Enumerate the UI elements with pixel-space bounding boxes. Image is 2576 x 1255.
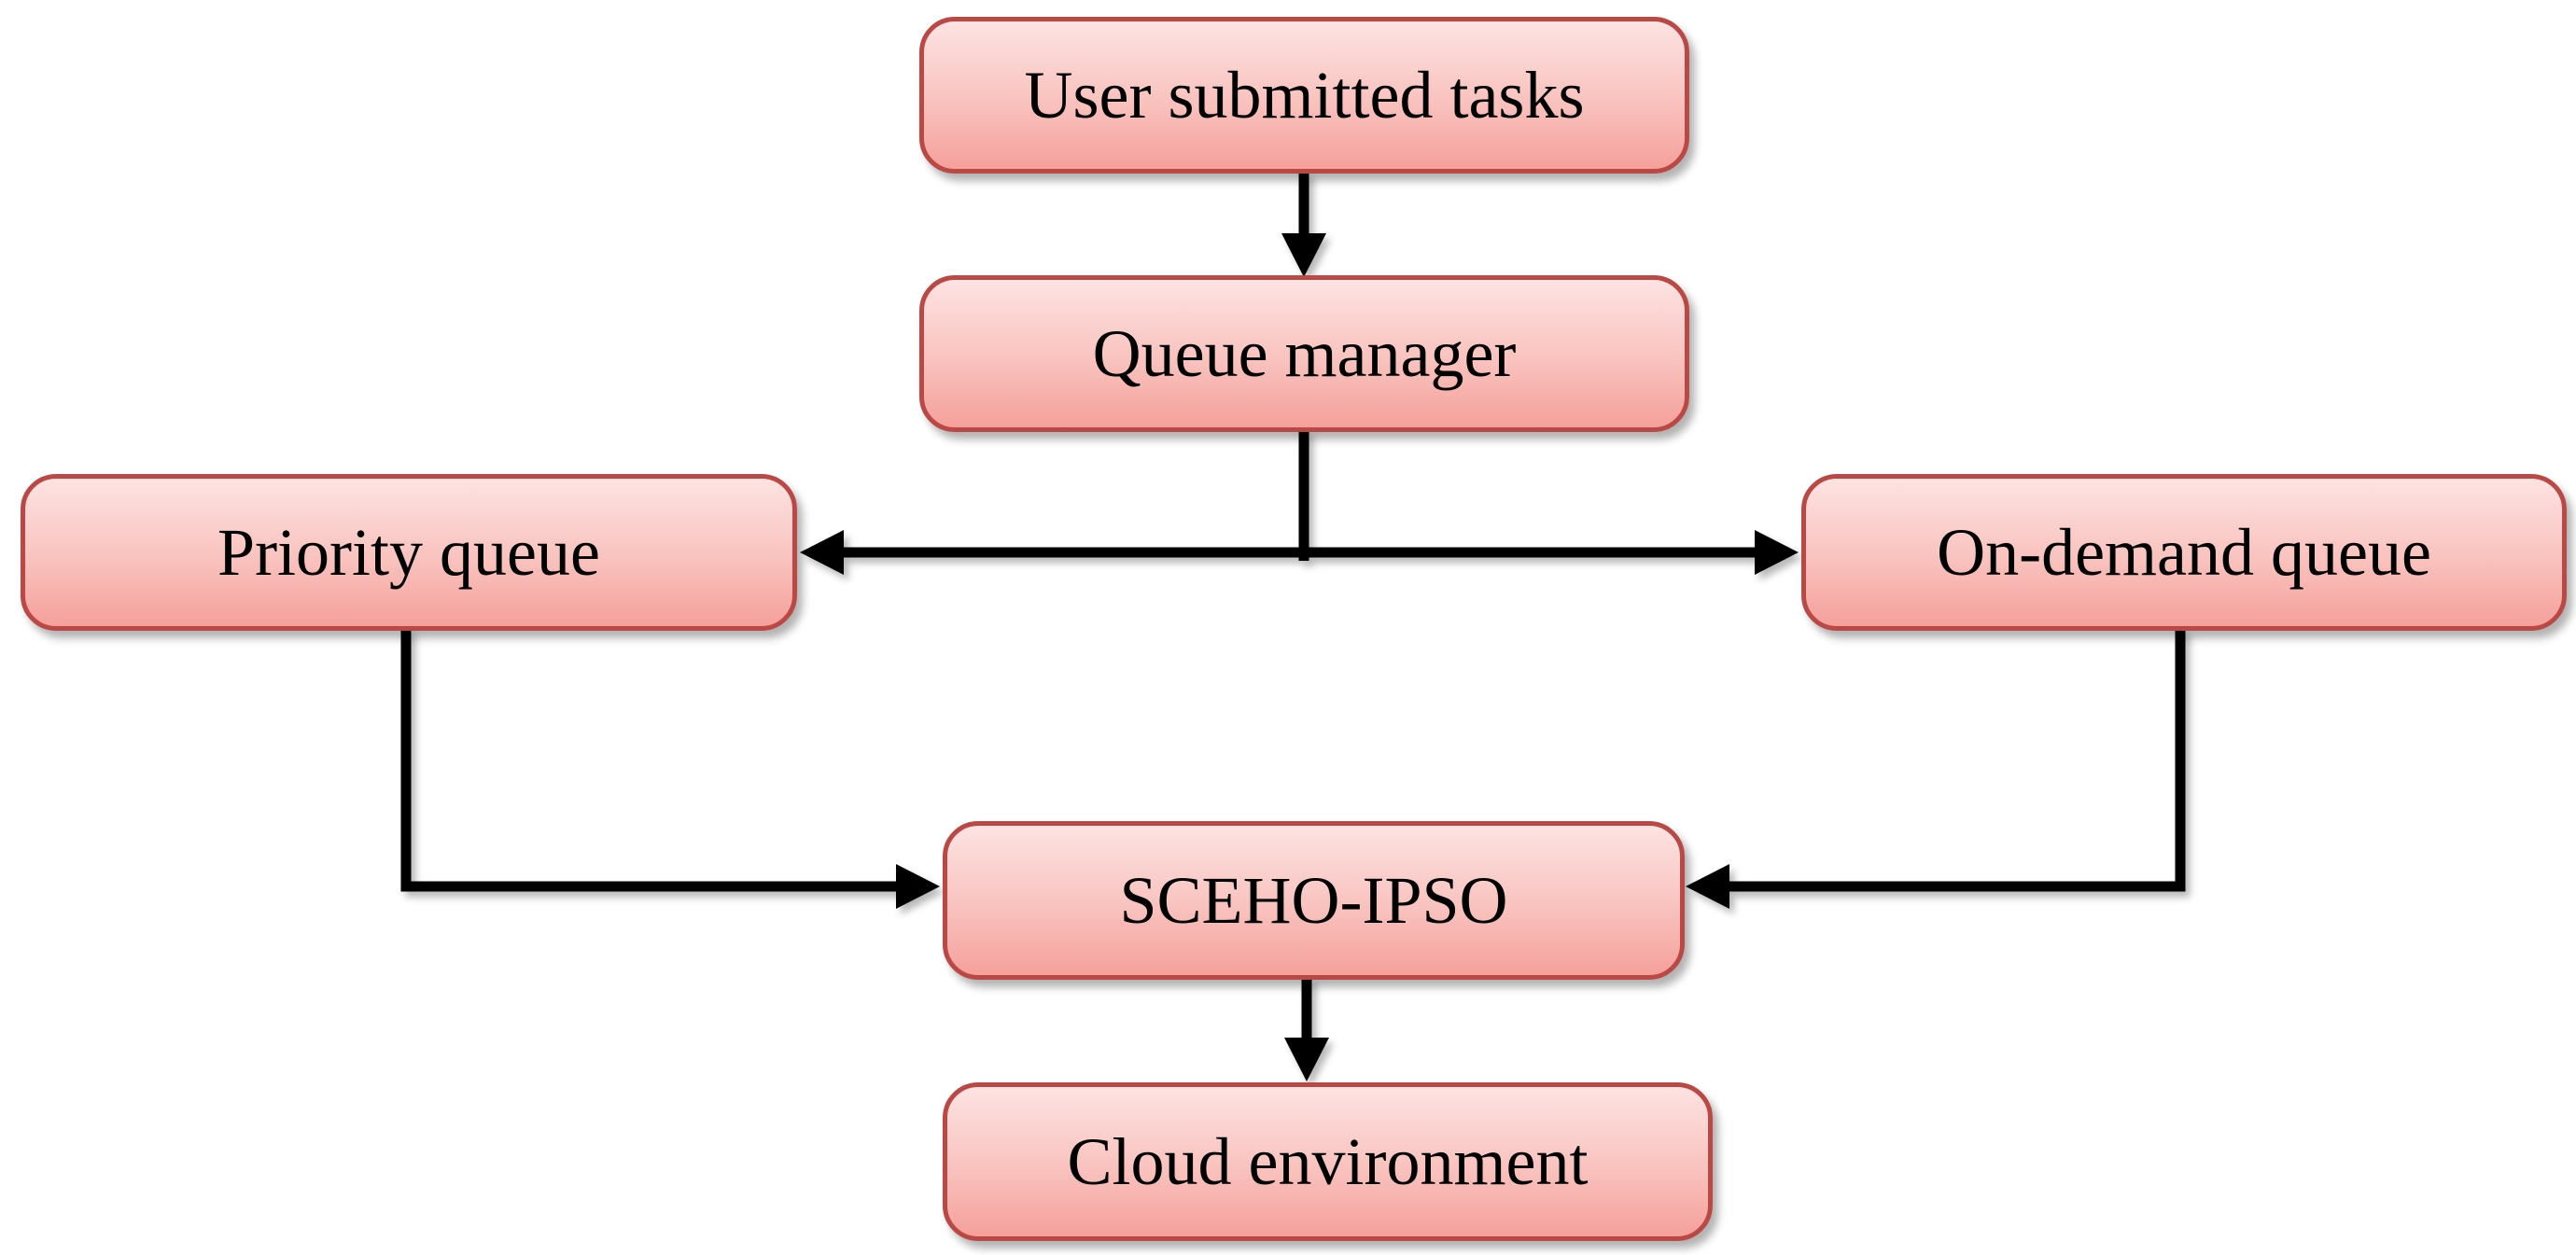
edge-user-tasks-to-queue-manager	[1281, 172, 1326, 277]
node-label: User submitted tasks	[1024, 57, 1585, 132]
arrowhead-down	[1284, 1038, 1329, 1081]
arrowhead-left	[800, 530, 844, 575]
arrowhead-down	[1281, 233, 1326, 277]
node-user-submitted-tasks: User submitted tasks	[919, 17, 1689, 174]
node-cloud-environment: Cloud environment	[943, 1082, 1713, 1241]
node-label: Cloud environment	[1067, 1123, 1589, 1199]
node-on-demand-queue: On-demand queue	[1801, 474, 2567, 631]
node-label: Queue manager	[1092, 315, 1517, 391]
edge-queue-manager-split	[800, 430, 1799, 575]
edge-sceho-ipso-to-cloud-environment	[1284, 978, 1329, 1081]
node-priority-queue: Priority queue	[21, 474, 797, 631]
arrowhead-right	[1755, 530, 1799, 575]
node-label: Priority queue	[217, 514, 600, 590]
node-label: On-demand queue	[1937, 514, 2431, 590]
node-sceho-ipso: SCEHO-IPSO	[943, 821, 1685, 980]
arrowhead-left	[1686, 864, 1729, 909]
edge-priority-queue-to-sceho-ipso	[400, 629, 940, 909]
node-label: SCEHO-IPSO	[1119, 862, 1508, 938]
edge-on-demand-queue-to-sceho-ipso	[1686, 629, 2186, 909]
node-queue-manager: Queue manager	[919, 275, 1689, 432]
arrowhead-right	[896, 864, 940, 909]
